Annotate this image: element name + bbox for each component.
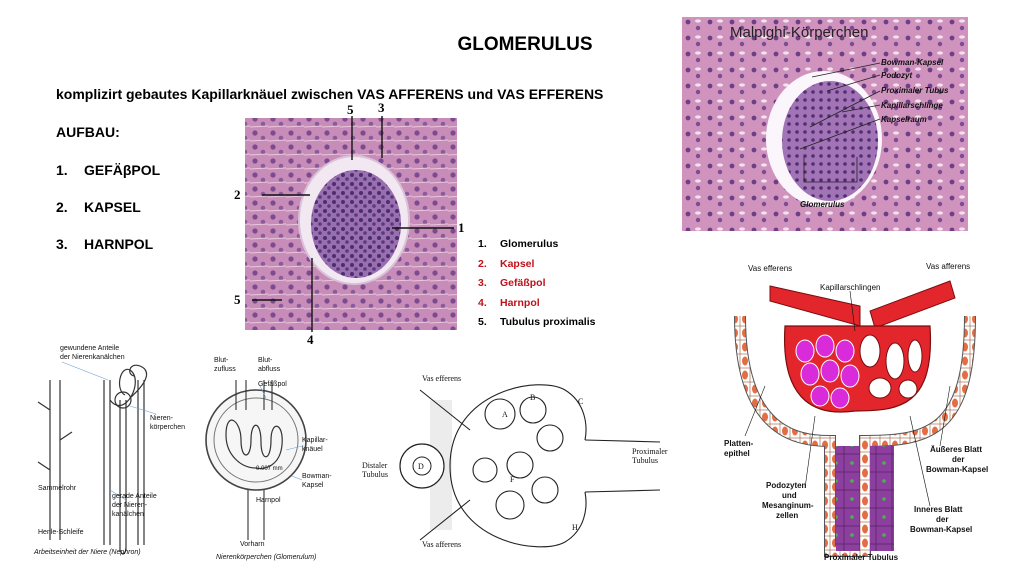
malpighi-label: Podozyt — [881, 71, 912, 80]
schema-label: Bowman-Kapsel — [926, 465, 988, 474]
schema-label: epithel — [724, 449, 750, 458]
sketch-letter: B — [530, 393, 535, 402]
legend-item: 5.Tubulus proximalis — [478, 316, 596, 328]
schema-label: Vas efferens — [748, 264, 792, 273]
nephron-label-koerp-2: körperchen — [150, 424, 185, 431]
malpighi-title: Malpighi-Körperchen — [730, 24, 868, 41]
sketch-label: Distaler — [362, 461, 388, 470]
micro-label-2: 2 — [234, 187, 241, 202]
list-item: 3.HARNPOL — [56, 236, 154, 252]
sketch-label: Tubulus — [362, 470, 388, 479]
koerperchen-drawing: Blut- zufluss Blut- abfluss Gefäßpol Kap… — [205, 357, 332, 561]
sketch-label: Tubulus — [632, 456, 658, 465]
list-item: 1.GEFÄβPOL — [56, 162, 161, 178]
micro-label-1: 1 — [458, 220, 465, 235]
sketch-label: Vas efferens — [422, 374, 461, 383]
nephron-label-gerade-2: der Nieren- — [112, 502, 148, 509]
sketch-letter: H — [572, 523, 578, 532]
koerp-label: Kapsel — [302, 482, 324, 489]
schema-label: Vas afferens — [926, 262, 970, 271]
micro-label-3: 3 — [378, 100, 385, 115]
aufbau-list: 1.GEFÄβPOL 2.KAPSEL 3.HARNPOL — [56, 162, 160, 273]
sketch-letter: D — [418, 462, 424, 471]
glomerulus-micrograph: 5 3 2 1 4 5 — [234, 100, 465, 346]
schema-label: der — [936, 515, 948, 524]
nephron-label-gerade-1: gerade Anteile — [112, 493, 157, 500]
bowman-schema: Vas efferens Vas afferens Kapillarschlin… — [724, 262, 988, 562]
micro-label-5: 5 — [347, 102, 354, 117]
nephron-label-sammel: Sammelrohr — [38, 485, 77, 492]
schema-label: Kapillarschlingen — [820, 283, 880, 292]
koerp-label: Bowman- — [302, 473, 332, 480]
malpighi-micrograph: Malpighi-Körperchen Bowman-Kapsel Podozy… — [682, 17, 968, 231]
malpighi-label: Kapillarschlinge — [881, 101, 943, 110]
subtitle: komplizirt gebautes Kapillarknäuel zwisc… — [56, 86, 604, 102]
sketch-letter: F — [510, 475, 515, 484]
koerp-label: knäuel — [302, 446, 323, 453]
legend-item: 3.Gefäßpol — [478, 277, 546, 289]
schema-label: zellen — [776, 511, 798, 520]
malpighi-label: Kapselraum — [881, 115, 927, 124]
nephron-caption: Arbeitseinheit der Niere (Nephron) — [33, 549, 141, 556]
schema-label: Bowman-Kapsel — [910, 525, 972, 534]
legend-item: 2.Kapsel — [478, 257, 535, 270]
koerp-label: Blut- — [214, 357, 229, 364]
schema-label: Inneres Blatt — [914, 505, 963, 514]
schema-label: der — [952, 455, 964, 464]
nephron-label-top-2: der Nierenkanälchen — [60, 354, 125, 361]
malpighi-label: Proximaler Tubus — [881, 86, 949, 95]
schema-label: Proximaler Tubulus — [824, 553, 899, 562]
malpighi-label: Bowman-Kapsel — [881, 58, 944, 67]
micrograph-legend: 1.Glomerulus 2.Kapsel 3.Gefäßpol 4.Harnp… — [478, 238, 595, 336]
sketch-letter: C — [578, 397, 583, 406]
aufbau-heading: AUFBAU: — [56, 124, 120, 140]
list-item: 2.KAPSEL — [56, 199, 141, 215]
page-title: GLOMERULUS — [457, 34, 593, 55]
koerp-scale: 0.007 mm — [256, 466, 283, 472]
micro-label-5b: 5 — [234, 292, 241, 307]
malpighi-glomerulus-label: Glomerulus — [800, 200, 845, 209]
nephron-drawing: gewundene Anteile der Nierenkanälchen Ni… — [33, 345, 185, 556]
legend-item: 4.Harnpol — [478, 296, 540, 309]
nephron-label-top-1: gewundene Anteile — [60, 345, 119, 352]
koerp-label: zufluss — [214, 366, 236, 373]
koerp-label: Blut- — [258, 357, 273, 364]
glomerulus-sketch: Vas efferens Vas afferens Distaler Tubul… — [362, 374, 668, 549]
koerp-label: Harnpol — [256, 497, 281, 504]
schema-label: Podozyten — [766, 481, 807, 490]
nephron-label-henle: Henle-Schleife — [38, 529, 84, 536]
schema-label: Äußeres Blatt — [930, 445, 982, 454]
nephron-label-gerade-3: kanälchen — [112, 511, 144, 518]
schema-label: Mesanginum- — [762, 501, 814, 510]
schema-label: und — [782, 491, 797, 500]
sketch-label: Proximaler — [632, 447, 668, 456]
koerp-caption: Nierenkörperchen (Glomerulum) — [216, 554, 316, 561]
nephron-label-koerp-1: Nieren- — [150, 415, 174, 422]
sketch-letter: A — [502, 410, 508, 419]
sketch-label: Vas afferens — [422, 540, 461, 549]
koerp-label: Kapillar- — [302, 437, 328, 444]
koerp-label: abfluss — [258, 366, 281, 373]
legend-item: 1.Glomerulus — [478, 238, 559, 250]
schema-label: Platten- — [724, 439, 754, 448]
koerp-label: Vorharn — [240, 541, 265, 548]
micro-label-4: 4 — [307, 332, 314, 346]
koerp-label: Gefäßpol — [258, 381, 287, 388]
